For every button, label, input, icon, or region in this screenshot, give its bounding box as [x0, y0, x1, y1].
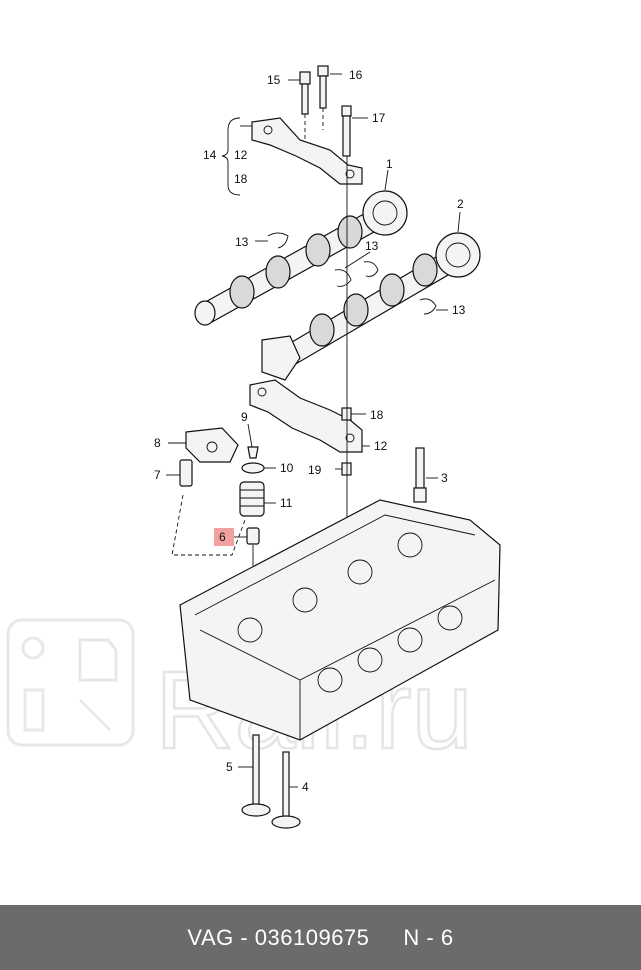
- callout-11: 11: [280, 496, 293, 510]
- callout-12-upper: 12: [234, 148, 248, 162]
- clip-13-a: [267, 232, 289, 249]
- hydraulic-tappet-7: [179, 459, 193, 487]
- callout-6: 6: [219, 530, 226, 544]
- valve-spring-11: [239, 481, 265, 517]
- clip-13-c: [363, 261, 379, 277]
- callout-14: 14: [203, 148, 217, 162]
- callout-18-upper: 18: [234, 172, 248, 186]
- callout-3: 3: [441, 471, 448, 485]
- part-number-text: VAG - 036109675: [187, 924, 370, 950]
- callout-17: 17: [372, 111, 386, 125]
- bolt-17: [341, 105, 352, 157]
- bolt-15: [299, 71, 311, 115]
- valve-5: [241, 734, 271, 817]
- sleeve-18: [341, 407, 352, 421]
- camshaft-2: [261, 232, 481, 381]
- sleeve-19: [341, 462, 352, 476]
- spring-retainer-10: [241, 462, 265, 474]
- clip-13-d: [419, 298, 437, 315]
- callout-10: 10: [280, 461, 294, 475]
- bearing-bridge-lower: [249, 379, 363, 453]
- bolt-16: [317, 65, 329, 109]
- position-text: N - 6: [403, 924, 454, 950]
- callout-1: 1: [386, 157, 393, 171]
- callout-16: 16: [349, 68, 363, 82]
- callout-19: 19: [308, 463, 322, 477]
- bearing-bridge-upper: [251, 117, 363, 185]
- callout-13-a: 13: [235, 235, 249, 249]
- callout-13-b: 13: [365, 239, 379, 253]
- callout-15: 15: [267, 73, 281, 87]
- callout-5: 5: [226, 760, 233, 774]
- clip-13-b: [334, 269, 352, 287]
- callout-2: 2: [457, 197, 464, 211]
- callout-9: 9: [241, 410, 248, 424]
- glow-plug-3: [413, 447, 427, 503]
- cylinder-head: [179, 499, 501, 741]
- callout-18-lower: 18: [370, 408, 384, 422]
- callout-13-c: 13: [452, 303, 466, 317]
- exploded-parts-diagram: Rail.ru: [6, 65, 501, 829]
- roller-rocker-8: [185, 427, 239, 463]
- callout-4: 4: [302, 780, 309, 794]
- callout-8: 8: [154, 436, 161, 450]
- camshaft-1: [194, 190, 408, 326]
- leader-lines: [166, 73, 461, 788]
- valve-collets-9: [247, 446, 259, 459]
- callout-12-lower: 12: [374, 439, 388, 453]
- valve-stem-seal-6: [214, 527, 260, 546]
- part-number-footer: VAG - 036109675 N - 6: [0, 905, 641, 970]
- callout-7: 7: [154, 468, 161, 482]
- valve-4: [271, 751, 301, 829]
